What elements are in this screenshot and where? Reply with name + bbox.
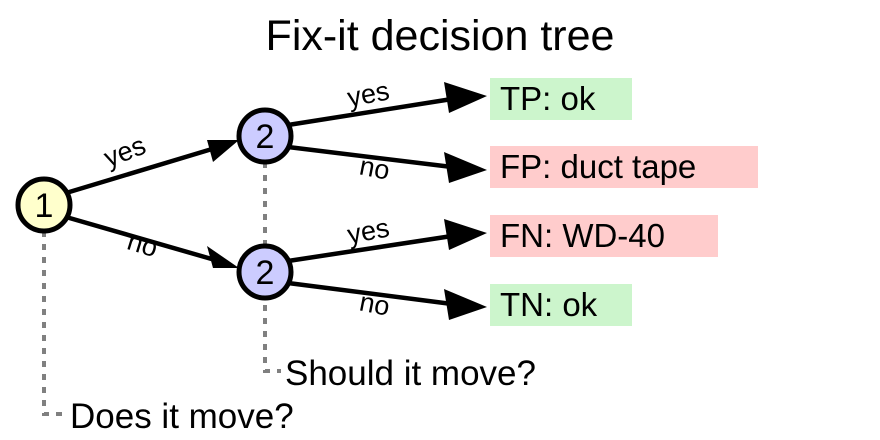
- edge-n2b-yes-line: [287, 233, 453, 264]
- edge-n2a-yes-line: [287, 96, 453, 128]
- leaf-label-fn: FN: WD-40: [500, 217, 665, 254]
- edge-n2a-yes-arrowhead: [444, 82, 487, 113]
- leaf-box-fp: [490, 146, 758, 188]
- node-2-lower-label: 2: [256, 254, 275, 292]
- edge-label-root-no: no: [124, 226, 162, 263]
- edge-root-no-arrowhead: [207, 246, 239, 268]
- leaf-label-tn: TN: ok: [500, 286, 598, 323]
- annotation-label-should-it-move: Should it move?: [285, 354, 536, 393]
- edge-n2b-no-arrowhead: [444, 289, 487, 320]
- edge-root-no-line: [65, 214, 223, 265]
- leaf-label-tp: TP: ok: [500, 80, 596, 117]
- edge-label-n2a-yes: yes: [345, 75, 392, 112]
- node-2-upper-circle[interactable]: [236, 107, 294, 165]
- edge-root-yes-line: [65, 143, 223, 196]
- annotation-connector-should-it-move: [263, 110, 281, 373]
- node-root-label: 1: [35, 187, 54, 225]
- leaf-box-tn: [490, 284, 632, 326]
- node-root[interactable]: 1: [15, 176, 73, 234]
- leaf-label-fp: FP: duct tape: [500, 148, 696, 185]
- node-2-upper[interactable]: 2: [236, 107, 294, 165]
- edge-label-n2b-no: no: [357, 287, 392, 322]
- edge-label-n2a-no: no: [357, 151, 392, 186]
- edge-n2a-no-line: [287, 144, 453, 170]
- edge-n2b-yes-arrowhead: [444, 219, 487, 250]
- edge-n2a-no-arrowhead: [444, 152, 487, 183]
- leaf-box-fn: [490, 215, 718, 257]
- node-root-circle[interactable]: [15, 176, 73, 234]
- node-2-lower[interactable]: 2: [236, 243, 294, 301]
- node-2-lower-circle[interactable]: [236, 243, 294, 301]
- node-2-upper-label: 2: [256, 118, 275, 156]
- edge-root-yes-arrowhead: [207, 140, 239, 162]
- leaf-box-tp: [490, 78, 632, 120]
- annotation-label-does-it-move: Does it move?: [70, 397, 294, 436]
- annotation-connector-does-it-move: [42, 231, 62, 416]
- edge-n2b-no-line: [287, 280, 453, 307]
- edge-label-root-yes: yes: [100, 130, 150, 173]
- page-title: Fix-it decision tree: [266, 12, 615, 60]
